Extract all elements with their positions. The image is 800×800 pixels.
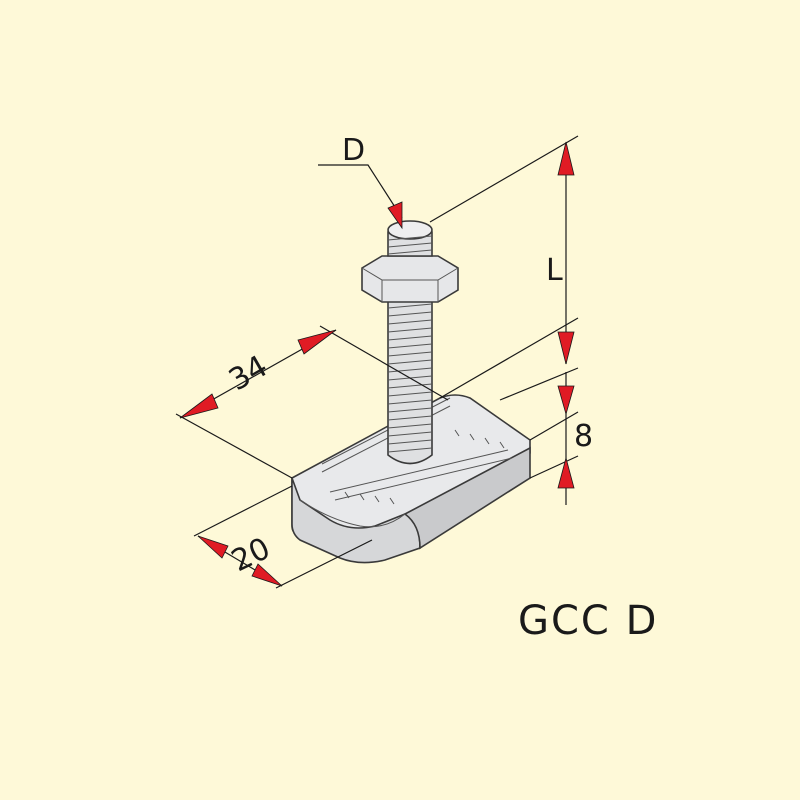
dimension-8: 8 [499,367,593,505]
thread-line [387,407,433,413]
bolt-top [387,220,433,257]
label-d: D [342,133,365,168]
thread-line [387,439,433,445]
arrow-l-bottom [557,331,575,365]
thread-line [387,359,433,365]
dimension-d: D [318,133,403,230]
arrow-8-top [557,385,575,416]
thread-line [387,391,433,397]
thread-line [387,327,433,333]
arrow-20-right [251,563,283,587]
dimension-l: L [429,135,579,399]
label-20: 20 [226,531,276,579]
thread-line [387,367,433,373]
thread-line [387,399,433,405]
arrow-d [387,201,403,230]
base-plate [291,394,531,564]
label-8: 8 [574,419,593,454]
arrow-l-top [557,141,575,176]
thread-line [387,351,433,357]
arrow-34-right [297,329,337,355]
bolt-shaft [387,299,433,465]
thread-line [387,319,433,325]
thread-line [387,383,433,389]
label-34: 34 [223,349,274,398]
thread-line [387,311,433,317]
thread-line [387,415,433,421]
thread-line [387,423,433,429]
thread-line [387,431,433,437]
arrow-20-left [197,535,229,559]
hex-nut [361,255,459,303]
thread-line [387,447,433,453]
thread-line [387,303,433,309]
arrow-34-left [179,393,219,419]
product-code: GCC D [518,598,658,644]
arrow-8-bottom [557,456,575,489]
label-l: L [546,253,563,288]
thread-line [387,343,433,349]
thread-line [387,335,433,341]
